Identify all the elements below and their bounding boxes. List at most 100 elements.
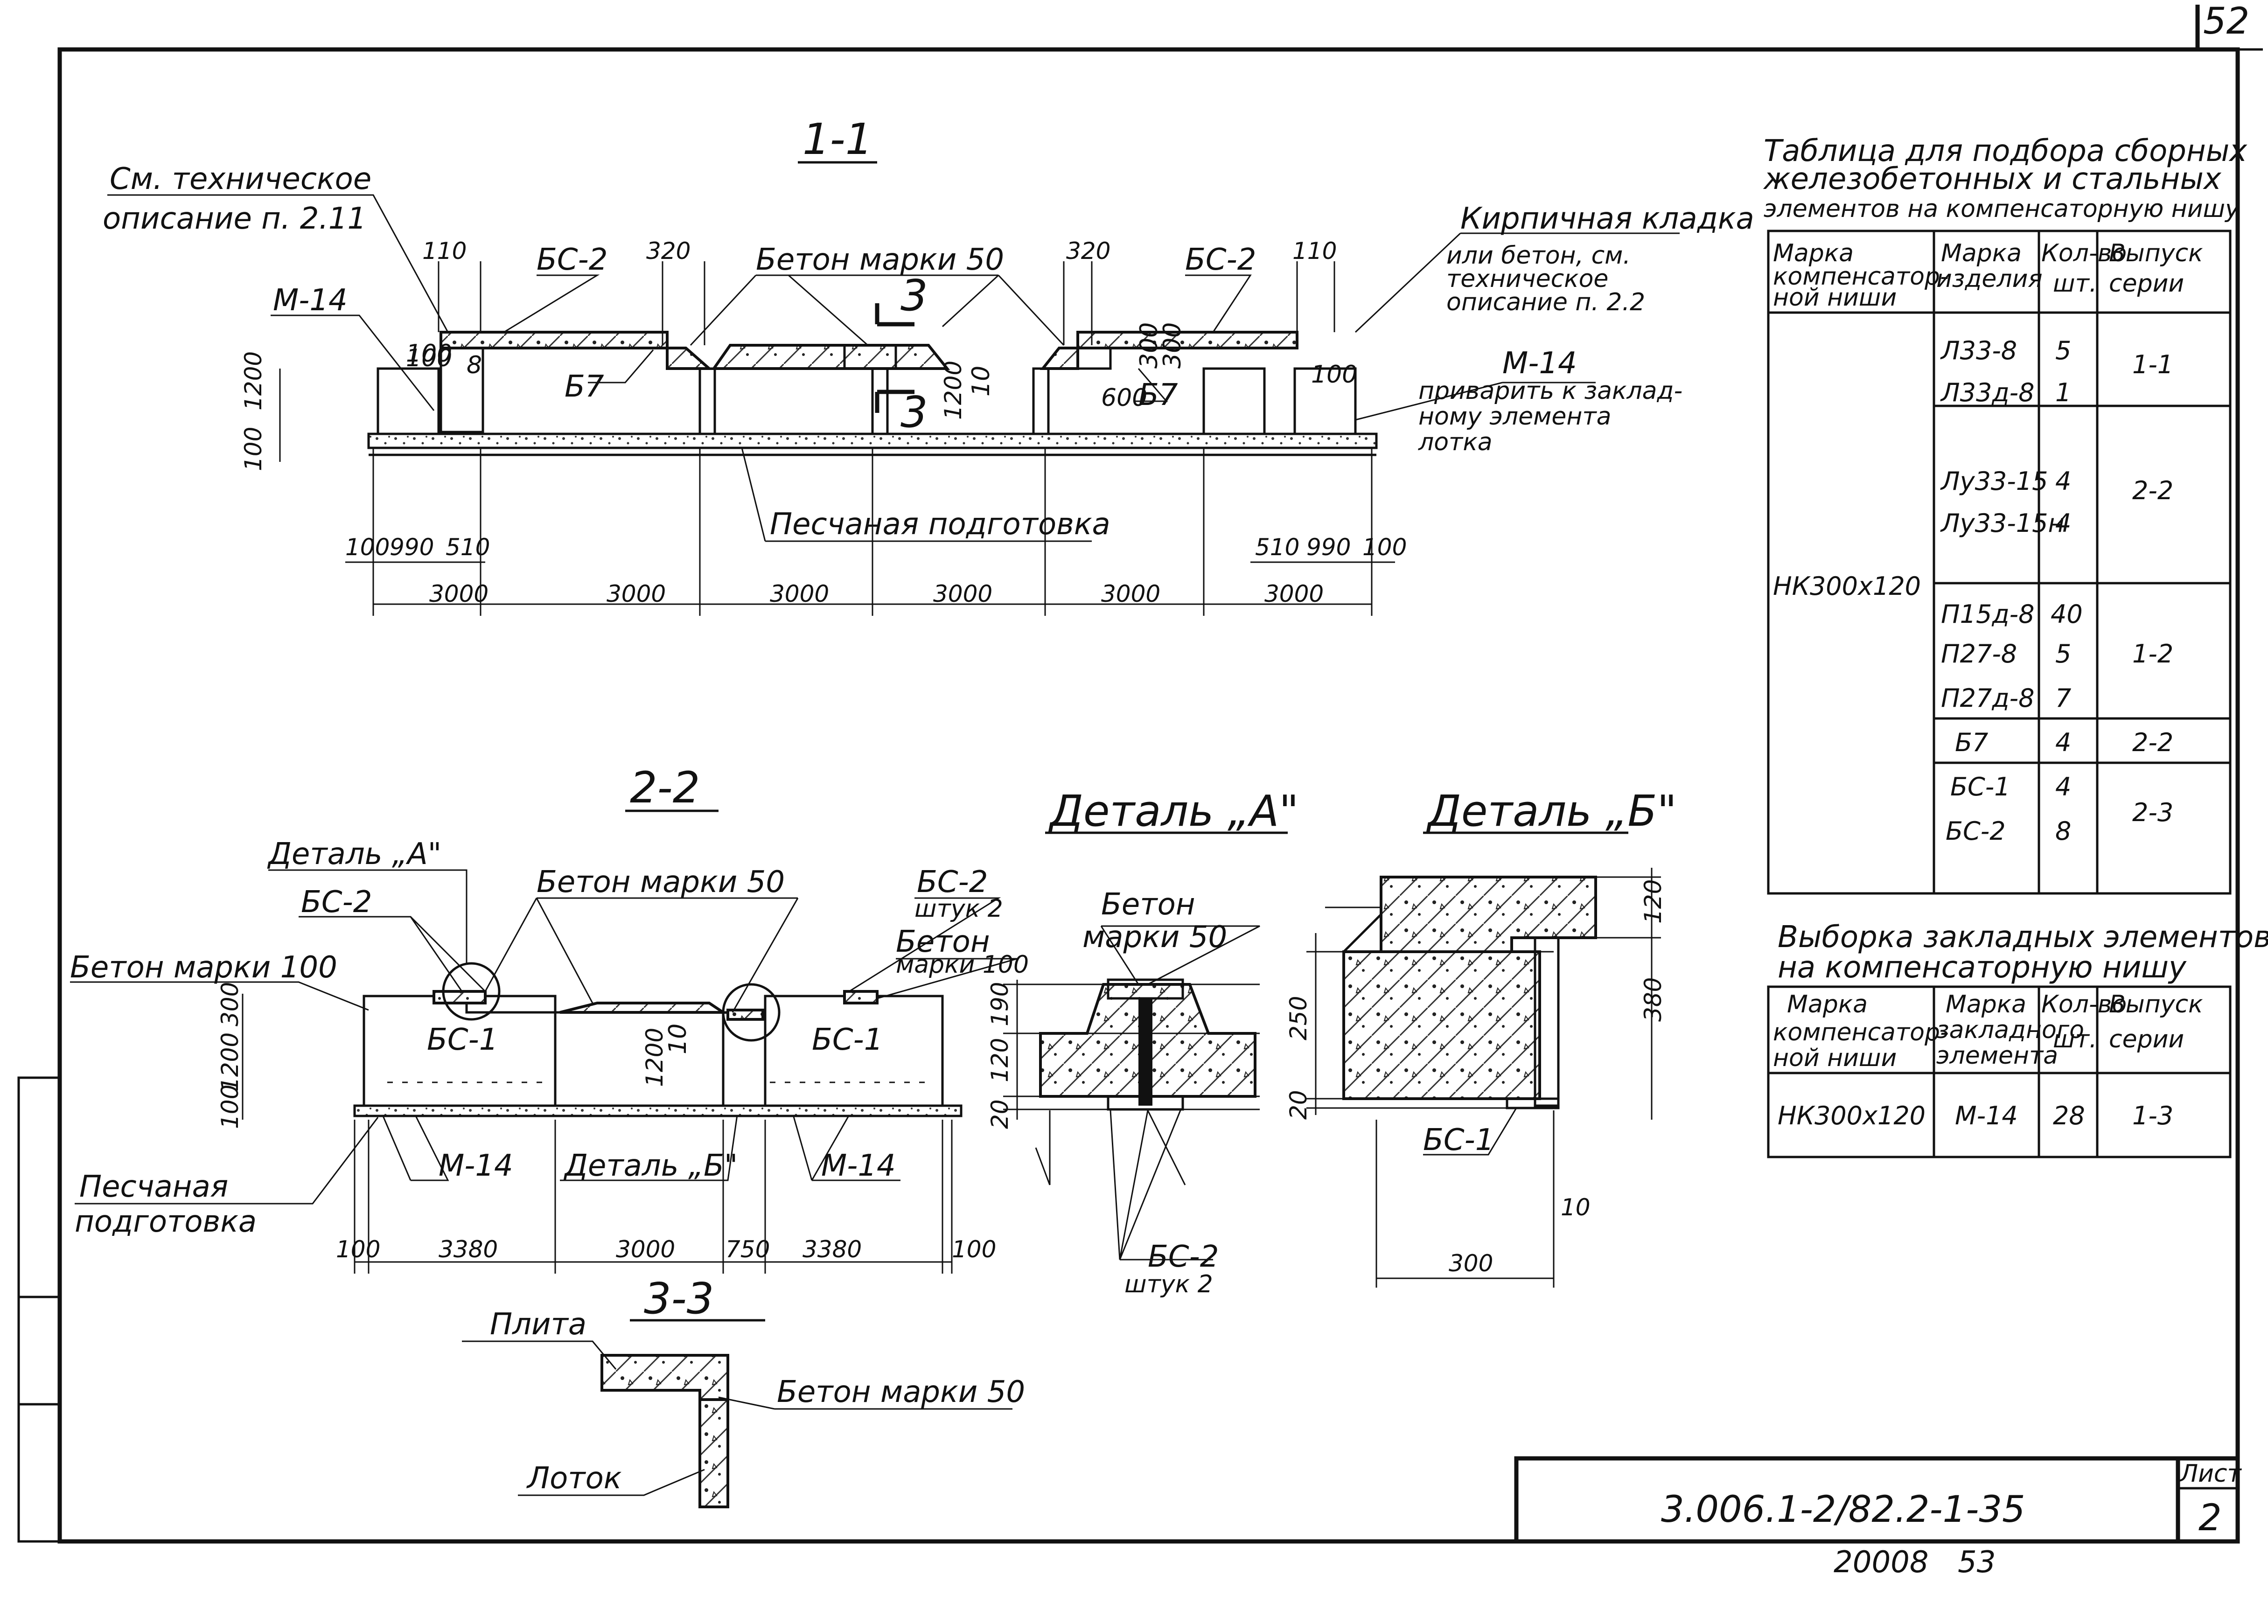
detail-b-dim-300: 300	[1449, 1250, 1493, 1277]
label-beton-r: Бетон	[896, 925, 990, 959]
dim-vert-10-mid: 10	[967, 366, 995, 397]
dim-left-100: 100	[345, 534, 390, 561]
dim-bottom-3380-l: 3380	[439, 1236, 498, 1263]
label-bs2-right: БС-2	[1185, 243, 1256, 277]
detail-a-pcs: штук 2	[1124, 1270, 1213, 1298]
dim-bottom-100-r: 100	[952, 1236, 996, 1263]
label-m14-right: М-14	[821, 1149, 896, 1183]
table-embedded-elements: Выборка закладных элементов на компенсат…	[1767, 920, 2268, 1158]
section-3-3-title: 3-3	[644, 1274, 714, 1324]
detail-a: Деталь „А" Бетон марки 50 БС-2 штук 2 19…	[986, 786, 1299, 1298]
dim-vert-1200-mid: 1200	[940, 361, 967, 420]
label-b7-left: Б7	[565, 369, 604, 404]
table-1-item: П27д-8	[1941, 683, 2035, 713]
label-tray: Лоток	[526, 1461, 622, 1496]
table-1-header-1b: изделия	[1936, 265, 2043, 293]
table-1-title-3: элементов на компенсаторную нишу	[1764, 195, 2240, 223]
label-bs1-left: БС-1	[427, 1023, 498, 1057]
detail-a-marker-2	[722, 983, 781, 1042]
dim-right-100: 100	[1362, 534, 1407, 561]
dim-left-990: 990	[390, 534, 434, 561]
table-1-qty: 4	[2055, 772, 2071, 802]
label-sand: Песчаная подготовка	[770, 507, 1110, 542]
label-brick-2: или бетон, см.	[1446, 242, 1631, 270]
detail-b-dim-380: 380	[1640, 977, 1667, 1022]
table-1-qty: 5	[2055, 639, 2071, 669]
table-1-title: Таблица для подбора сборных	[1764, 134, 2247, 168]
dim-small-100: 100	[406, 340, 452, 368]
section-2-2-dimensions	[242, 994, 953, 1274]
table-1-item: Л33д-8	[1940, 378, 2035, 407]
table-2-header-3b: серии	[2109, 1025, 2184, 1053]
dim-vert-100: 100	[216, 1085, 244, 1129]
label-brick-4: описание п. 2.2	[1446, 288, 1645, 316]
section-3-3: 3-3 Плита Бетон марки 50 Лоток	[462, 1274, 1025, 1508]
table-1-qty: 4	[2055, 509, 2071, 538]
table-1-header-0c: ной ниши	[1773, 284, 1897, 312]
table-2-qty: 28	[2053, 1101, 2085, 1130]
slab-3-3	[600, 1354, 729, 1401]
label-bs2: БС-2	[301, 885, 372, 920]
dim-bottom-3000-2: 3000	[607, 580, 666, 607]
sheet-frame	[17, 5, 2263, 1544]
footer-code: 20008	[1834, 1545, 1929, 1580]
table-1-item: П15д-8	[1941, 599, 2035, 629]
section-1-1-dimensions	[279, 261, 1395, 616]
detail-a-title: Деталь „А"	[1048, 786, 1299, 836]
section-2-2-title: 2-2	[630, 763, 700, 813]
cut-mark-top: 3	[900, 271, 928, 321]
dim-bottom-3380-r: 3380	[803, 1236, 862, 1263]
dim-vert-100-left: 100	[240, 427, 267, 471]
label-pcs2: штук 2	[914, 895, 1003, 923]
dim-vert-1200-mid: 1200	[641, 1028, 668, 1087]
dim-bottom-3000-6: 3000	[1264, 580, 1324, 607]
table-1-qty: 4	[2055, 467, 2071, 496]
table-2-element: М-14	[1955, 1101, 2018, 1130]
table-2-header-2: Кол-во	[2041, 990, 2127, 1018]
dim-bottom-3000-4: 3000	[933, 580, 992, 607]
page-number: 52	[2203, 0, 2249, 42]
dim-small-600: 600	[1101, 384, 1147, 412]
dim-vert-1200-left: 1200	[240, 351, 267, 411]
sheet-label: Лист	[2179, 1460, 2242, 1488]
label-tech-desc-2: описание п. 2.11	[103, 202, 366, 236]
dim-vert-1200: 1200	[216, 1032, 244, 1092]
dim-vert-100-b: 100	[406, 344, 452, 372]
detail-a-bs2: БС-2	[1148, 1240, 1219, 1274]
detail-b-dim-10: 10	[1561, 1194, 1591, 1221]
dim-top-110-right: 110	[1292, 237, 1337, 265]
table-precast-elements: Таблица для подбора сборных железобетонн…	[1763, 134, 2247, 895]
detail-b: Деталь „Б" БС-1 120 250 20 380 10 300	[1285, 786, 1677, 1288]
table-1-header-0: Марка	[1773, 239, 1854, 267]
dim-vert-100-right: 100	[1311, 361, 1357, 389]
dim-small-300-b: 300	[1158, 322, 1186, 369]
table-1-item: БС-2	[1946, 816, 2006, 846]
table-1-header-2: Кол-во	[2041, 239, 2127, 267]
table-1-item: Лу33-15н	[1940, 509, 2065, 538]
table-1-qty: 8	[2055, 816, 2071, 846]
table-2-header-1c: элемента	[1936, 1042, 2058, 1070]
table-1-item: Лу33-15	[1940, 467, 2048, 496]
table-2-header-0b: компенсатор-	[1773, 1018, 1949, 1046]
dim-bottom-3000-1: 3000	[429, 580, 488, 607]
table-2-niche: НК300х120	[1778, 1101, 1926, 1130]
table-2-series: 1-3	[2132, 1101, 2173, 1130]
table-1-header-3: Выпуск	[2109, 239, 2203, 267]
table-1-item: Б7	[1955, 728, 1988, 757]
detail-a-dim-120: 120	[986, 1038, 1013, 1082]
detail-b-dim-20: 20	[1285, 1090, 1312, 1120]
table-2-header-0c: ной ниши	[1773, 1044, 1897, 1072]
section-1-1: 1-1 3 3	[103, 114, 1754, 616]
trough-walls	[377, 367, 1357, 435]
label-brick-3: техническое	[1446, 265, 1608, 293]
sand-bed	[367, 432, 1378, 449]
label-weld-3: лотка	[1418, 428, 1493, 456]
dim-bottom-3000-5: 3000	[1101, 580, 1160, 607]
table-1-qty: 5	[2055, 336, 2071, 365]
detail-a-dim-20: 20	[986, 1099, 1013, 1129]
dim-vert-10-mid: 10	[664, 1024, 692, 1054]
label-bs1-right: БС-1	[812, 1023, 883, 1057]
label-m14-right: М-14	[1502, 346, 1577, 381]
label-m14-left: М-14	[439, 1149, 513, 1183]
